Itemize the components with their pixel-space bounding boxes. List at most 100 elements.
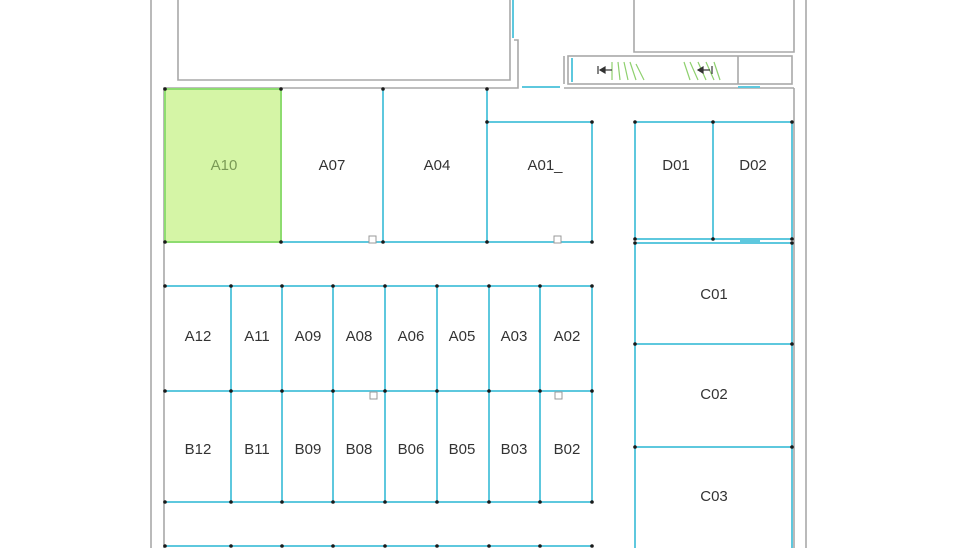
unit-label: B03 bbox=[501, 441, 528, 458]
unit-A02[interactable]: A02 bbox=[541, 286, 592, 391]
corner-dot bbox=[331, 389, 335, 393]
unit-B12[interactable]: B12 bbox=[165, 392, 231, 502]
unit-C01[interactable]: C01 bbox=[636, 243, 792, 344]
corner-dot bbox=[538, 389, 542, 393]
corner-dot bbox=[383, 284, 387, 288]
corner-dot bbox=[790, 241, 794, 245]
unit-label: A11 bbox=[244, 328, 270, 345]
stair-hatch-left bbox=[611, 61, 645, 81]
unit-B08[interactable]: B08 bbox=[334, 392, 385, 502]
unit-D01[interactable]: D01 bbox=[636, 122, 713, 239]
corner-dot bbox=[711, 120, 715, 124]
corner-dot bbox=[590, 389, 594, 393]
corner-dot bbox=[383, 544, 387, 548]
unit-label: B02 bbox=[554, 441, 581, 458]
corner-dot bbox=[435, 544, 439, 548]
unit-A03[interactable]: A03 bbox=[490, 286, 540, 391]
unit-A07[interactable]: A07 bbox=[281, 89, 383, 242]
unit-C03[interactable]: C03 bbox=[636, 448, 792, 548]
unit-B02[interactable]: B02 bbox=[541, 392, 592, 502]
corner-dot bbox=[487, 284, 491, 288]
corner-dot bbox=[590, 500, 594, 504]
corner-dot bbox=[435, 389, 439, 393]
unit-label: A10 bbox=[211, 157, 238, 174]
corner-dot bbox=[280, 544, 284, 548]
corner-dot bbox=[279, 240, 283, 244]
unit-label: B05 bbox=[449, 441, 476, 458]
unit-D02[interactable]: D02 bbox=[714, 122, 792, 239]
corner-dot bbox=[633, 237, 637, 241]
unit-B06[interactable]: B06 bbox=[386, 392, 437, 502]
corner-dot bbox=[229, 284, 233, 288]
unit-A08[interactable]: A08 bbox=[334, 286, 385, 391]
corner-dot bbox=[280, 500, 284, 504]
corner-dot bbox=[331, 284, 335, 288]
stairs bbox=[512, 0, 760, 88]
unit-label: C02 bbox=[700, 386, 728, 403]
corner-dot bbox=[381, 87, 385, 91]
unit-B03[interactable]: B03 bbox=[490, 392, 540, 502]
unit-A06[interactable]: A06 bbox=[386, 286, 437, 391]
corner-dot bbox=[487, 544, 491, 548]
unit-B05[interactable]: B05 bbox=[438, 392, 489, 502]
corner-dot bbox=[590, 284, 594, 288]
corner-dot bbox=[485, 120, 489, 124]
corner-dot bbox=[229, 500, 233, 504]
corner-dot bbox=[633, 445, 637, 449]
unit-A05[interactable]: A05 bbox=[438, 286, 489, 391]
corner-dot bbox=[229, 389, 233, 393]
unit-label: A03 bbox=[501, 328, 528, 345]
corner-dot bbox=[790, 237, 794, 241]
unit-label: A04 bbox=[424, 157, 451, 174]
unit-label: A06 bbox=[398, 328, 425, 345]
corner-dot bbox=[487, 389, 491, 393]
unit-A12[interactable]: A12 bbox=[165, 286, 231, 391]
corner-dot bbox=[633, 241, 637, 245]
corner-dot bbox=[280, 389, 284, 393]
unit-label: A09 bbox=[295, 328, 322, 345]
unit-A01[interactable]: A01_ bbox=[488, 122, 592, 242]
corner-dot bbox=[538, 544, 542, 548]
corner-dot bbox=[381, 240, 385, 244]
corner-dot bbox=[163, 87, 167, 91]
corner-dot bbox=[790, 120, 794, 124]
corner-dot bbox=[280, 284, 284, 288]
unit-label: D02 bbox=[739, 157, 767, 174]
unit-A10[interactable]: A10 bbox=[165, 89, 281, 242]
unit-label: A08 bbox=[346, 328, 373, 345]
corner-dot bbox=[485, 240, 489, 244]
unit-label: B09 bbox=[295, 441, 322, 458]
unit-label: A05 bbox=[449, 328, 476, 345]
unit-A11[interactable]: A11 bbox=[232, 286, 282, 391]
corner-dot bbox=[711, 237, 715, 241]
corner-dot bbox=[485, 87, 489, 91]
corner-dot bbox=[163, 389, 167, 393]
corner-dot bbox=[538, 500, 542, 504]
corner-dot bbox=[633, 342, 637, 346]
unit-A09[interactable]: A09 bbox=[283, 286, 333, 391]
corner-dot bbox=[163, 284, 167, 288]
ab-block-partitions bbox=[165, 285, 593, 547]
corner-dot bbox=[279, 87, 283, 91]
unit-label: A02 bbox=[554, 328, 581, 345]
top-row-partitions bbox=[164, 88, 593, 244]
unit-B09[interactable]: B09 bbox=[283, 392, 333, 502]
corner-dot bbox=[790, 342, 794, 346]
unit-B11[interactable]: B11 bbox=[232, 392, 282, 502]
unit-label: B11 bbox=[244, 441, 270, 458]
corner-dot bbox=[331, 544, 335, 548]
corner-dot bbox=[435, 284, 439, 288]
corner-dot bbox=[163, 500, 167, 504]
unit-label: A12 bbox=[185, 328, 212, 345]
c-column-partitions bbox=[634, 240, 793, 548]
corner-dot bbox=[590, 544, 594, 548]
unit-label: B08 bbox=[346, 441, 373, 458]
unit-label: C01 bbox=[700, 286, 728, 303]
corner-dot bbox=[163, 544, 167, 548]
unit-A04[interactable]: A04 bbox=[384, 89, 487, 242]
unit-C02[interactable]: C02 bbox=[636, 345, 792, 447]
stair-arrow-icon bbox=[597, 65, 612, 75]
unit-label: A07 bbox=[319, 157, 346, 174]
corner-dots bbox=[163, 87, 794, 548]
